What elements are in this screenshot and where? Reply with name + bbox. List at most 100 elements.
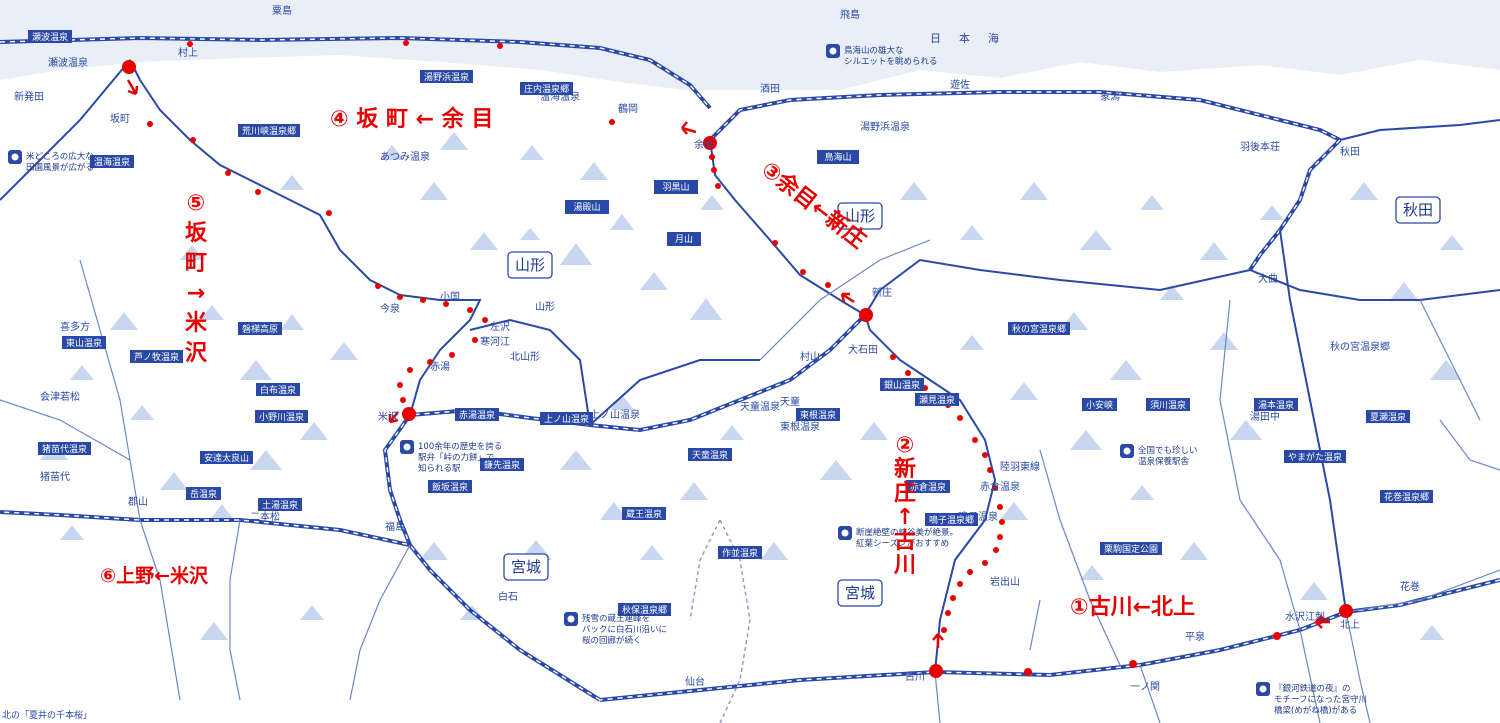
station-label: 北上 [1340,619,1360,631]
route-dot [326,210,332,216]
route-dot [997,504,1003,510]
leaf-icon [838,526,852,540]
station-label: 酒田 [760,83,780,95]
onsen-label: 土湯温泉 [262,499,298,511]
station-label: 寒河江 [480,335,510,348]
onsen-label: 湯本温泉 [1258,399,1294,411]
station-label: 村山 [800,350,820,363]
pref-box [503,553,549,581]
car-icon [826,44,840,58]
onsen-label: 夏瀬温泉 [1370,411,1406,423]
route-dot [999,519,1005,525]
onsen-tag [925,513,978,526]
route-arrows [126,79,1330,648]
route-dot [472,337,478,343]
note-text: 全国でも珍しい [1138,445,1198,456]
onsen-label: 赤倉温泉 [910,481,946,493]
route-dot [957,581,963,587]
station-label: 二本松 [250,510,280,523]
mountain-chokai: 鳥海山 [824,151,851,163]
leg-4-label: ④ 坂 町 ← 余 目 [330,106,493,132]
railway-lines [0,35,1500,723]
pref-box [837,579,883,607]
onsen-tag [90,155,134,168]
route-dot [1273,632,1281,640]
pref-box [837,202,883,230]
pref-yamagata: 山形 [515,256,545,274]
station-label: 天童温泉 [740,400,780,413]
onsen-label: 栗駒国定公園 [1104,543,1158,555]
route-dot [993,547,999,553]
note-text: シルエットを眺められる [844,56,938,67]
island-awashima: 粟島 [272,4,292,17]
onsen-tag [1146,398,1190,411]
station-label: 会津若松 [40,390,80,403]
onsen-label: 芦ノ牧温泉 [134,351,179,363]
route-dot [772,240,778,246]
route-dot [449,352,455,358]
train-icon [400,440,414,454]
onsen-tag [238,322,282,335]
arrow-icon [388,411,399,424]
mountain-tag [654,180,698,194]
onsen-label: 飯坂温泉 [432,481,468,493]
route-dot [482,317,488,323]
route-dot [397,294,403,300]
station-label: 小国 [440,291,460,303]
onsen-tag [62,336,106,349]
route-dot [147,121,153,127]
sea-label: 日本海 [930,31,1017,45]
onsen-label: 瀬見温泉 [919,394,955,406]
note-text: 残雪の蔵王連峰を [582,613,650,624]
onsen-label: 花巻温泉郷 [1384,491,1429,503]
onsen-tag [480,458,524,471]
onsen-tag [688,448,732,461]
route-dot [992,485,998,491]
station-label: 郡山 [128,496,148,508]
onsen-tag [28,30,72,43]
station-label: 大曲 [1258,272,1278,285]
onsen-tag [1100,542,1162,555]
note-text: 『銀河鉄道の夜』の [1274,683,1351,694]
onsen-tag [255,410,308,423]
note-text: 米どころの広大な [26,151,94,162]
onsen-icon [1120,444,1134,458]
station-label: 羽後本荘 [1240,140,1280,153]
pref-akita: 秋田 [1403,201,1433,219]
pref-box [507,251,553,279]
route-dot [467,307,473,313]
station-label: 秋の宮温泉郷 [1330,340,1390,353]
station-label: 余目 [694,138,714,151]
route-dot [420,297,426,303]
station-label: 象潟 [1100,90,1120,103]
pref-yamagata-north: 山形 [845,207,875,225]
station-label: 上ノ山温泉 [590,408,640,421]
onsen-label: 小野川温泉 [259,411,304,423]
route-dot [957,415,963,421]
mountain-gassan: 月山 [675,234,693,245]
onsen-tag [915,393,959,406]
onsen-label: 東根温泉 [800,409,836,421]
station-label: 一ノ関 [1130,681,1160,693]
route-dot [190,137,196,143]
island-tobishima: 飛島 [840,8,860,21]
onsen-tag [186,487,221,500]
route-dot [967,569,973,575]
leg-char: 川 [893,553,916,578]
station-label: 岩出山 [990,575,1020,588]
onsen-tag [428,480,472,493]
onsen-label: 安達太良山 [204,452,249,464]
leg-char: 庄 [894,480,916,506]
route-dot [443,301,449,307]
mountain-tag [667,232,701,246]
onsen-tag [420,70,473,83]
station-label: 湯田中 [1250,410,1280,423]
onsen-label: 湯野浜温泉 [424,71,469,83]
leg-2-label: ②新庄↑古川 [893,433,916,578]
station-label: 花巻 [1400,580,1420,593]
onsen-label: 鳴子温泉郷 [929,514,974,526]
route-dot [715,183,721,189]
route-dot [987,467,993,473]
route-dot [609,119,615,125]
station-label: 今泉 [380,302,400,315]
